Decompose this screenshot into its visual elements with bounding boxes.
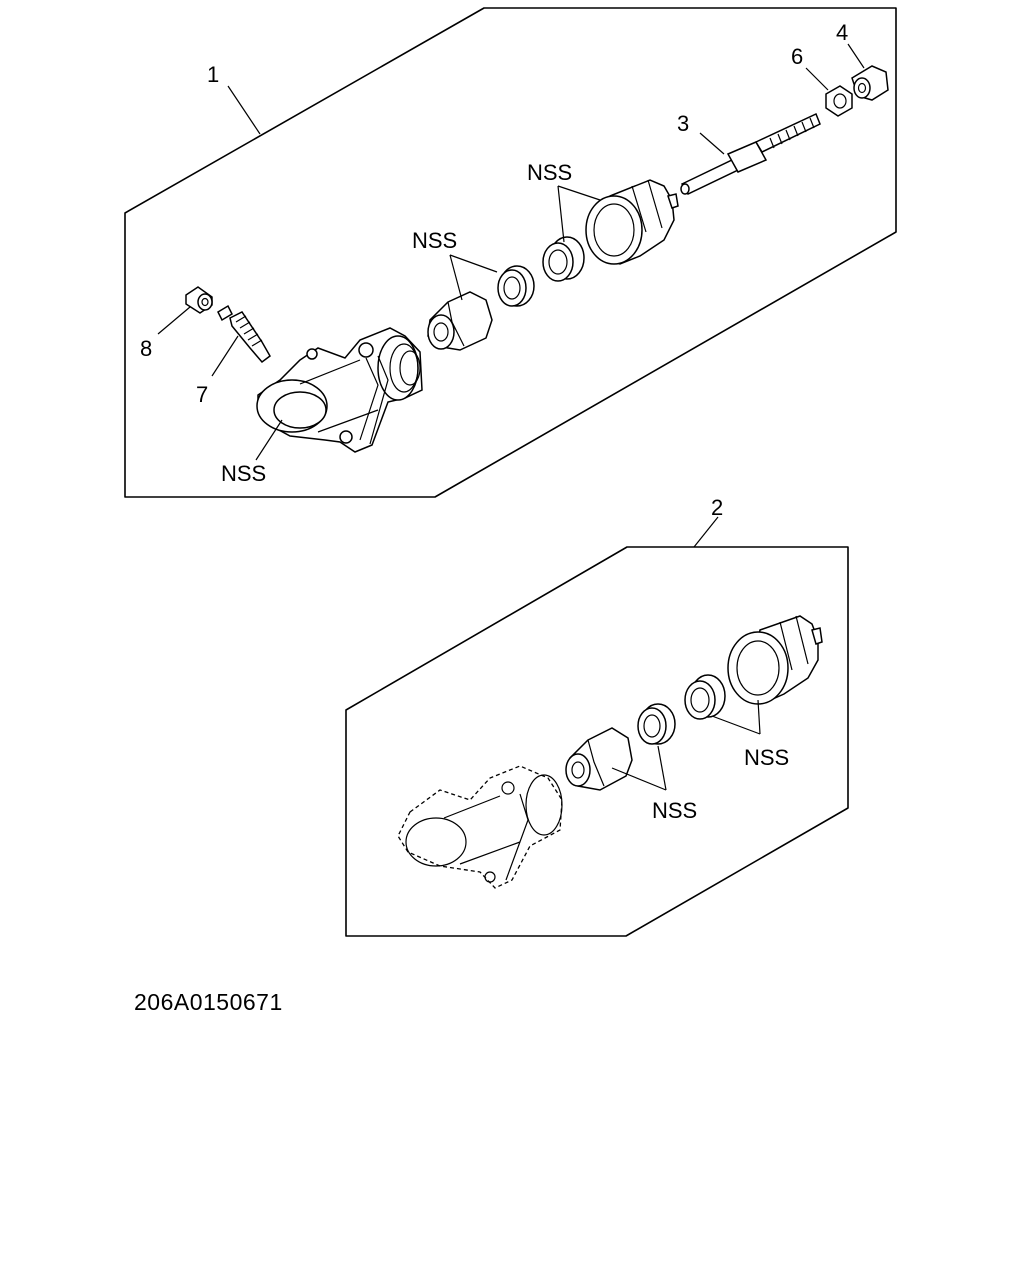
dust-boot-kit1 xyxy=(585,179,679,265)
leader-nss-piston-b xyxy=(449,254,498,273)
leader-nss-boot-b xyxy=(557,185,601,201)
piston-kit2 xyxy=(565,727,633,791)
leader-nss-body xyxy=(255,419,283,461)
drawing-code: 206A0150671 xyxy=(134,989,283,1015)
leader-6 xyxy=(805,67,829,91)
callout-3: 3 xyxy=(677,111,689,136)
leader-7 xyxy=(211,335,239,377)
nut-6 xyxy=(825,85,853,117)
cap-nut-4 xyxy=(851,65,889,101)
leader-nss-boot-a xyxy=(557,185,565,243)
callout-6: 6 xyxy=(791,44,803,69)
piston-kit1 xyxy=(427,291,493,351)
nss-label-kit1-piston: NSS xyxy=(412,228,457,253)
callout-7: 7 xyxy=(196,382,208,407)
leader-4 xyxy=(847,43,865,69)
cup-seal-kit2 xyxy=(637,703,676,745)
bleeder-cap-8 xyxy=(185,286,213,314)
cylinder-body-reference xyxy=(397,765,563,889)
bleeder-screw-7 xyxy=(217,304,271,364)
leader-nss-piston2-a xyxy=(611,767,667,791)
nss-label-kit2-piston: NSS xyxy=(652,798,697,823)
leader-1 xyxy=(227,85,261,135)
nss-label-kit1-body: NSS xyxy=(221,461,266,486)
leader-8 xyxy=(157,306,191,335)
leader-nss-boot2-a xyxy=(711,715,761,735)
nss-label-kit2-boot: NSS xyxy=(744,745,789,770)
leader-nss-boot2-b xyxy=(757,699,761,735)
callout-8: 8 xyxy=(140,336,152,361)
dust-boot-kit2 xyxy=(727,615,823,705)
leader-nss-piston-a xyxy=(449,254,463,301)
callout-2: 2 xyxy=(711,495,723,520)
cup-seal-kit1 xyxy=(497,265,535,307)
push-rod-3 xyxy=(680,112,821,195)
nss-label-kit1-boot: NSS xyxy=(527,160,572,185)
kit-2-assembly: 2 NSS xyxy=(345,495,849,937)
callout-1: 1 xyxy=(207,62,219,87)
slave-cylinder-body xyxy=(256,327,423,453)
leader-2 xyxy=(693,516,719,548)
kit-1-frame xyxy=(124,7,897,498)
leader-nss-piston2-b xyxy=(657,745,667,791)
seal-ring-kit1 xyxy=(542,236,585,282)
callout-4: 4 xyxy=(836,20,848,45)
kit-1-assembly: 1 8 7 xyxy=(124,7,897,498)
kit-2-frame xyxy=(345,546,849,937)
leader-3 xyxy=(699,132,725,155)
seal-ring-kit2 xyxy=(684,674,726,720)
